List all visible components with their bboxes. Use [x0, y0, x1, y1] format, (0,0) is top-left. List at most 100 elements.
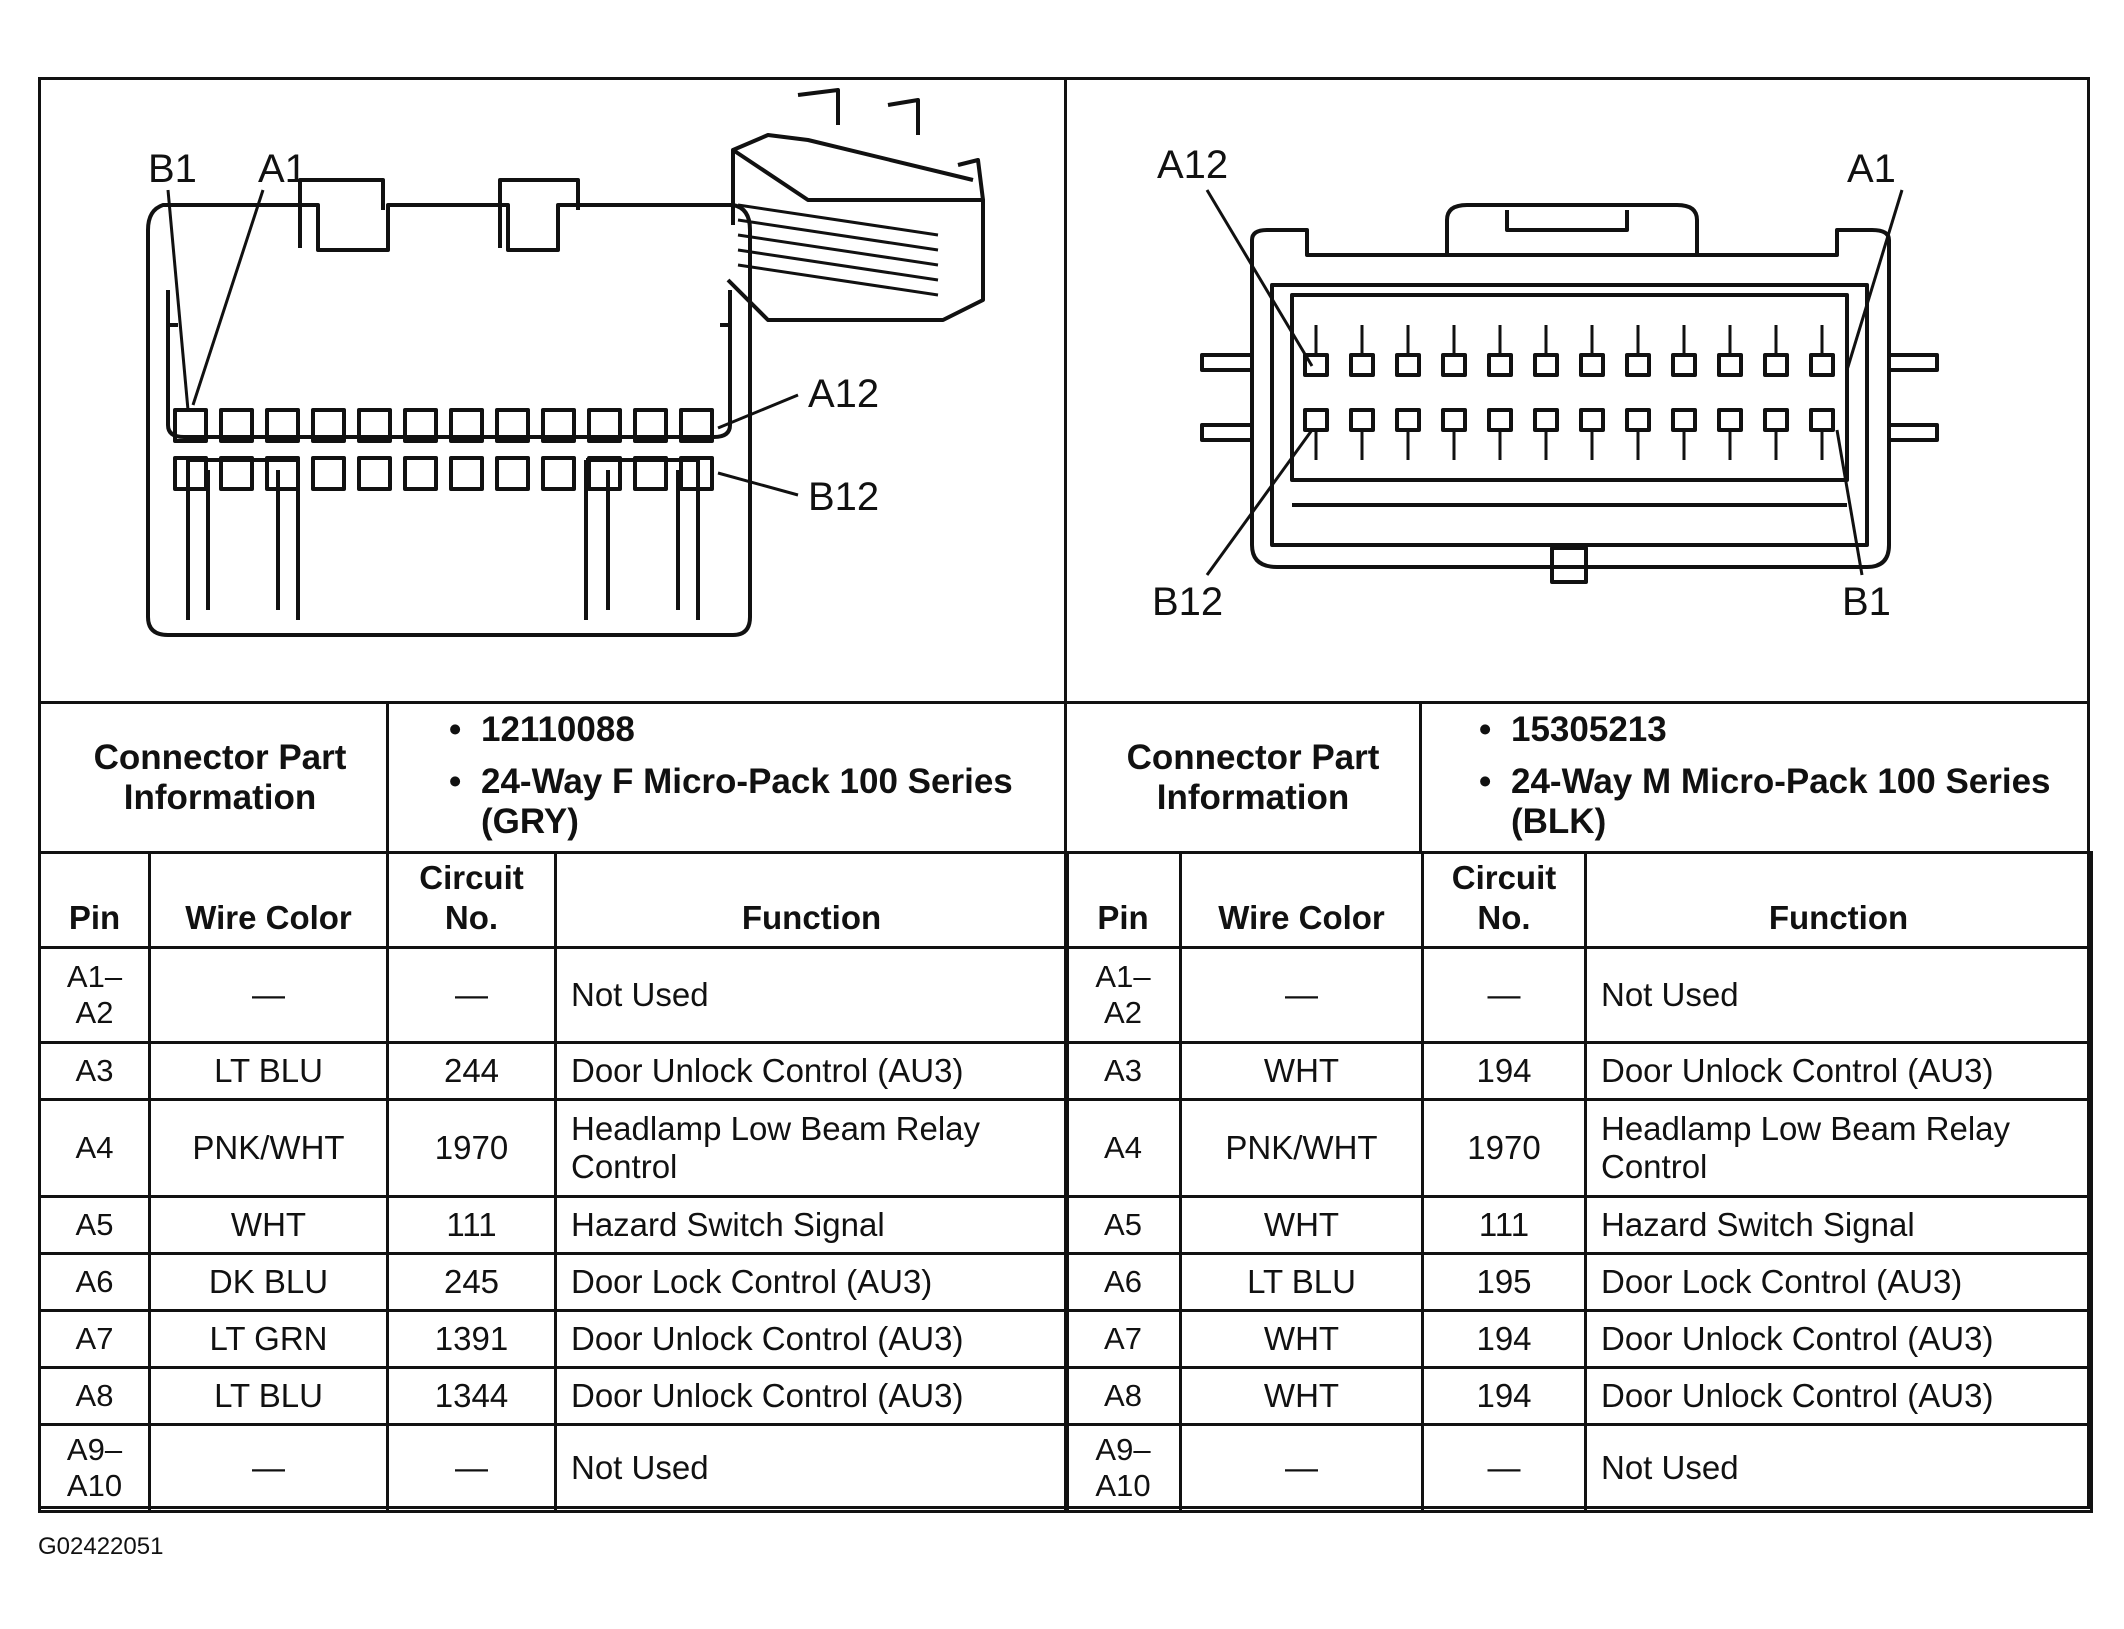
table-row: A9–A10——Not Used: [38, 1423, 1069, 1513]
function-cell: Door Unlock Control (AU3): [1584, 1309, 2093, 1369]
wire-color-cell: LT BLU: [148, 1041, 389, 1101]
circuit-cell: 111: [386, 1195, 557, 1255]
function-cell: Door Unlock Control (AU3): [554, 1041, 1069, 1101]
pin-cell: A8: [38, 1366, 151, 1426]
function-cell: Hazard Switch Signal: [1584, 1195, 2093, 1255]
pin-cell: A6: [1064, 1252, 1182, 1312]
wire-color-cell: WHT: [1179, 1195, 1424, 1255]
table-row: A1–A2——Not Used: [38, 946, 1069, 1044]
terminal-row-a: [1717, 353, 1743, 377]
label-b1: B1: [148, 147, 197, 191]
part-number-right: •15305213: [1479, 710, 1667, 749]
terminal-row-b: [1763, 408, 1789, 432]
connector-description: •24-Way F Micro-Pack 100 Series (GRY): [449, 762, 1013, 841]
circuit-cell: 194: [1421, 1366, 1587, 1426]
wire-color-cell: WHT: [1179, 1041, 1424, 1101]
terminal-row-a: [1579, 353, 1605, 377]
pin-cell: A4: [1064, 1098, 1182, 1198]
terminal-row-a: [1763, 353, 1789, 377]
cavity-row-a: [173, 408, 208, 443]
circuit-cell: —: [1421, 1423, 1587, 1513]
terminal-row-b: [1349, 408, 1375, 432]
cavity-row-a: [265, 408, 300, 443]
cavity-row-b: [219, 456, 254, 491]
function-cell: Door Unlock Control (AU3): [1584, 1041, 2093, 1101]
header-circuit: Circuit No.: [1421, 851, 1587, 949]
connector-part-info-list: •12110088 •24-Way F Micro-Pack 100 Serie…: [445, 710, 1045, 854]
label-b1-right: B1: [1842, 580, 1891, 624]
pin-cell: A6: [38, 1252, 151, 1312]
terminal-row-b: [1717, 408, 1743, 432]
function-cell: Door Lock Control (AU3): [1584, 1252, 2093, 1312]
function-cell: Not Used: [1584, 946, 2093, 1044]
pin-cell: A9–A10: [1064, 1423, 1182, 1513]
center-divider: [1064, 77, 1067, 1509]
terminal-row-a: [1809, 353, 1835, 377]
label-b12: B12: [808, 475, 879, 519]
leader-a1: [191, 189, 265, 406]
cavity-row-b: [633, 456, 668, 491]
cavity-row-a: [679, 408, 714, 443]
function-cell: Not Used: [554, 946, 1069, 1044]
cavity-row-b: [403, 456, 438, 491]
cavity-row-a: [587, 408, 622, 443]
wire-color-cell: —: [1179, 1423, 1424, 1513]
function-cell: Door Unlock Control (AU3): [554, 1366, 1069, 1426]
pin-cell: A7: [1064, 1309, 1182, 1369]
wire-color-cell: LT BLU: [148, 1366, 389, 1426]
wire-color-cell: WHT: [1179, 1366, 1424, 1426]
connector-part-info-label-right: Connector Part Information: [1126, 738, 1380, 817]
wire-color-cell: —: [1179, 946, 1424, 1044]
polarization-key: [1550, 546, 1588, 584]
terminal-row-a: [1441, 353, 1467, 377]
terminal-row-a: [1395, 353, 1421, 377]
cavity-row-b: [495, 456, 530, 491]
wire-color-cell: DK BLU: [148, 1252, 389, 1312]
terminal-row-b: [1441, 408, 1467, 432]
cavity-row-a: [219, 408, 254, 443]
circuit-cell: 111: [1421, 1195, 1587, 1255]
circuit-cell: —: [386, 946, 557, 1044]
cavity-row-a: [449, 408, 484, 443]
table-row: A9–A10——Not Used: [1064, 1423, 2093, 1513]
left-pin-table: Pin Wire Color Circuit No. Function A1–A…: [38, 851, 1069, 1513]
leader-b12: [717, 471, 799, 497]
header-pin: Pin: [1064, 851, 1182, 949]
leader-a12: [717, 393, 799, 430]
function-cell: Door Unlock Control (AU3): [1584, 1366, 2093, 1426]
circuit-cell: 245: [386, 1252, 557, 1312]
header-function: Function: [554, 851, 1069, 949]
wire-color-cell: —: [148, 1423, 389, 1513]
wire-color-cell: LT BLU: [1179, 1252, 1424, 1312]
circuit-cell: 1970: [1421, 1098, 1587, 1198]
circuit-cell: 244: [386, 1041, 557, 1101]
function-cell: Door Unlock Control (AU3): [554, 1309, 1069, 1369]
terminal-row-b: [1487, 408, 1513, 432]
terminal-row-b: [1303, 408, 1329, 432]
cavity-row-a: [403, 408, 438, 443]
cavity-row-b: [541, 456, 576, 491]
label-a1: A1: [258, 147, 307, 191]
pin-cell: A1–A2: [38, 946, 151, 1044]
cavity-row-b: [265, 456, 300, 491]
cavity-row-b: [449, 456, 484, 491]
label-a12: A12: [808, 372, 879, 416]
pin-cell: A3: [38, 1041, 151, 1101]
function-cell: Headlamp Low Beam Relay Control: [554, 1098, 1069, 1198]
terminal-row-b: [1671, 408, 1697, 432]
leader-b12-right: [1205, 429, 1314, 576]
function-cell: Not Used: [1584, 1423, 2093, 1513]
header-wire-color: Wire Color: [1179, 851, 1424, 949]
cavity-row-b: [679, 456, 714, 491]
diagram-table-divider: [38, 701, 2090, 704]
wire-color-cell: LT GRN: [148, 1309, 389, 1369]
part-number: •12110088: [449, 710, 635, 749]
right-pin-table: Pin Wire Color Circuit No. Function A1–A…: [1064, 851, 2093, 1513]
